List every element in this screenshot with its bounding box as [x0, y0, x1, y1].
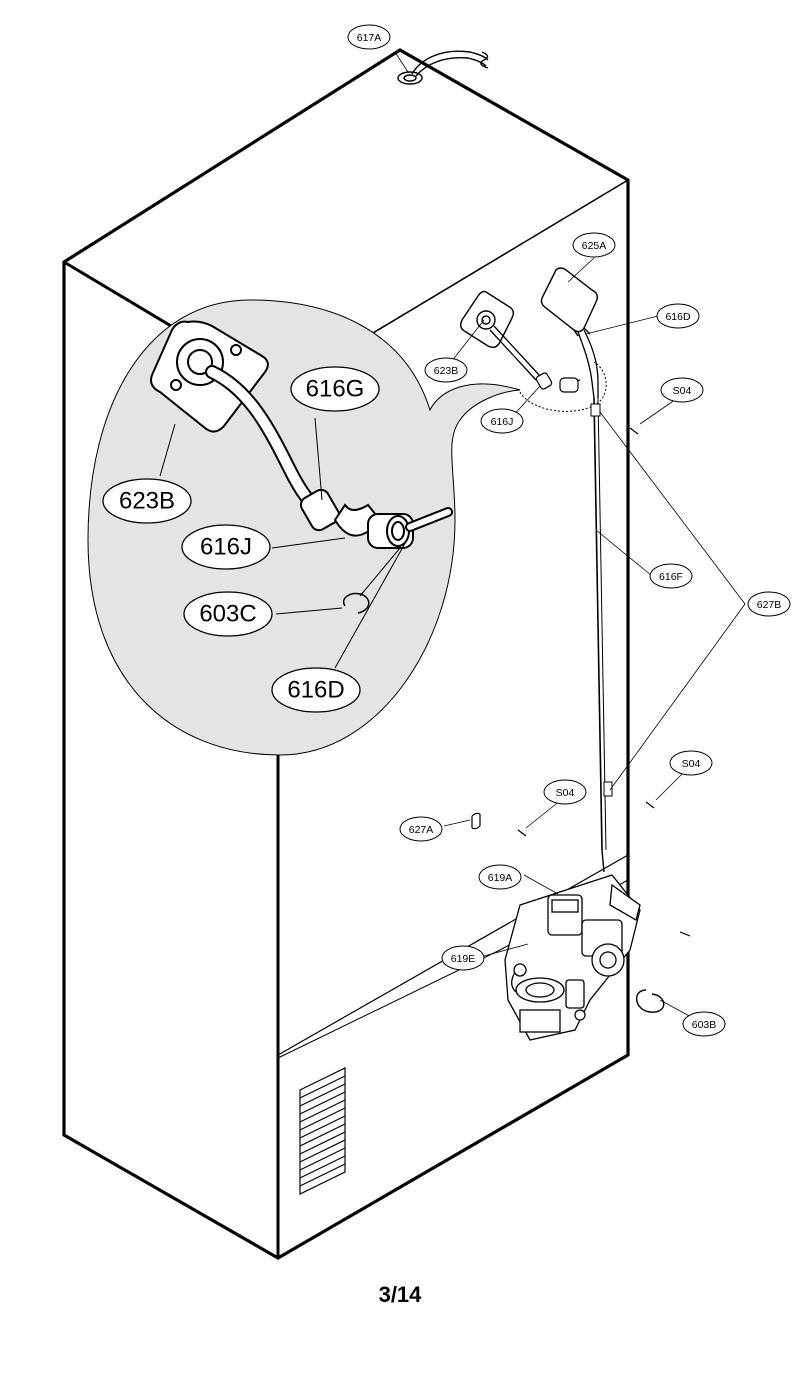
callout-616f: 616F	[659, 571, 683, 583]
callout-619a: 619A	[488, 872, 513, 884]
callout-s04-top: S04	[673, 385, 692, 397]
callout-603b: 603B	[692, 1019, 717, 1031]
callout-627a: 627A	[409, 824, 434, 836]
screw-icons	[517, 427, 691, 937]
tubing-small	[489, 325, 607, 873]
clip-627a-icon	[471, 812, 481, 830]
clip-603b-icon	[636, 989, 665, 1013]
vent-grille	[299, 1067, 346, 1195]
inlet-617a-icon	[397, 50, 489, 85]
callout-619e: 619E	[451, 953, 476, 965]
small-elbow-616j-icon	[535, 372, 579, 393]
callout-616j: 616J	[491, 416, 514, 428]
callout-623b: 623B	[434, 365, 459, 377]
callout-617a: 617A	[357, 32, 382, 44]
callout-616g-large: 616G	[306, 375, 365, 402]
callout-s04-middle: S04	[556, 787, 575, 799]
callout-s04-right: S04	[682, 758, 701, 770]
callout-623b-large: 623B	[119, 487, 175, 514]
callout-627b: 627B	[757, 599, 782, 611]
elbow-616j-large-icon	[299, 488, 414, 549]
callout-603c-large: 603C	[199, 600, 256, 627]
callout-616d: 616D	[665, 311, 691, 323]
callout-625a: 625A	[582, 240, 607, 252]
water-valve-619a-icon	[504, 874, 641, 1041]
page-number: 3/14	[378, 1282, 422, 1307]
filter-625a-icon	[540, 267, 599, 337]
detail-view: 616G 623B 616J 603C 616D	[87, 299, 521, 756]
callout-616j-large: 616J	[200, 533, 252, 560]
callout-616d-large: 616D	[287, 676, 344, 703]
clip-603c-large-icon	[343, 592, 370, 614]
